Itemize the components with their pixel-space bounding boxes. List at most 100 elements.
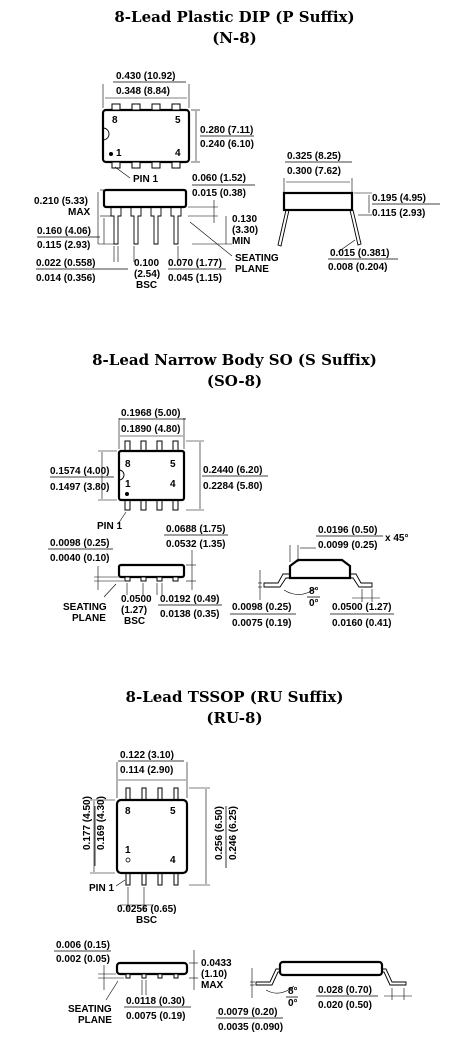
tssop-angle-max: 8° [288,986,298,997]
tssop-top-body [115,798,189,875]
so-leadw-min: 0.0138 (0.35) [160,609,220,620]
so-pin8: 8 [125,459,131,470]
tssop-pin5: 5 [170,806,176,817]
tssop-span-min: 0.246 (6.25) [228,806,239,860]
so-leadw-max: 0.0192 (0.49) [160,594,220,605]
so-side-leads [124,576,179,582]
tssop-pitch-b: BSC [136,915,157,926]
tssop-h-a: 0.0433 [201,958,232,969]
so-side-body [117,563,186,579]
tssop-end-lead-left [255,968,280,986]
so-notch [118,469,125,481]
so-span-max: 0.2440 (6.20) [203,465,263,476]
dip-lead-min: 0.115 (2.93) [37,240,90,251]
so-foot-min: 0.0160 (0.41) [332,618,392,629]
tssop-w-label: 0.177 (4.50) [82,796,93,850]
tssop-end-body [278,960,384,977]
so-pitch-a: 0.0500 [121,594,152,605]
dip-pin1: 1 [116,148,122,159]
dip-leadt-max: 0.015 (0.381) [330,248,390,259]
so-chamfer-max: 0.0196 (0.50) [318,525,378,536]
so-w-min: 0.1497 (3.80) [50,482,110,493]
tssop-len-max: 0.122 (3.10) [120,750,174,761]
so-angle-min: 0° [309,598,319,609]
tssop-end-lead-right [382,968,407,986]
dip-top-body [101,108,191,164]
so-len-min: 0.1890 (4.80) [121,424,181,435]
tssop-leadt-max: 0.0079 (0.20) [218,1007,278,1018]
so-span-min: 0.2284 (5.80) [203,481,263,492]
dip-lead-max: 0.160 (4.06) [37,226,91,237]
dip-drawing: 8 5 1 4 PIN 1 0.430 (10.92) 0.348 (8.84)… [34,71,440,291]
dip-standoff-min: 0.015 (0.38) [192,188,246,199]
tssop-w-min: 0.169 (4.30) [96,796,107,850]
so-h-max: 0.0688 (1.75) [166,524,226,535]
dip-len-min: 0.348 (8.84) [116,86,170,97]
dip-seat-a: 0.130 [232,214,257,225]
dip-standoff-max: 0.060 (1.52) [192,173,246,184]
dip-hmax-b: MAX [68,207,91,218]
tssop-side-body [115,961,189,976]
dip-leadt-min: 0.008 (0.204) [328,262,388,273]
tssop-span-max: 0.256 (6.50) [214,806,225,860]
dip-seat-c: MIN [232,236,250,247]
so-chamfer-angle: x 45° [385,533,408,544]
tssop-leadt-min: 0.0035 (0.090) [218,1022,283,1033]
so-end-lead-right [350,573,373,588]
tssop-standoff-min: 0.002 (0.05) [56,954,110,965]
dip-rowsp-max: 0.325 (8.25) [287,151,341,162]
dip-subtitle: (N-8) [212,29,257,47]
tssop-pin4: 4 [170,855,176,866]
so-title: 8-Lead Narrow Body SO (S Suffix) [92,351,377,369]
dip-len-max: 0.430 (10.92) [116,71,176,82]
dip-seat-b: (3.30) [232,225,258,236]
dip-shoulder-max: 0.070 (1.77) [168,258,222,269]
tssop-title: 8-Lead TSSOP (RU Suffix) [125,688,344,706]
dip-end-lead-right [349,209,362,246]
dip-top-pins [111,103,181,169]
so-end-body [288,558,352,580]
dip-pitch-b: (2.54) [134,269,160,280]
dip-side-body [102,188,188,209]
dip-seating-b: PLANE [235,264,269,275]
tssop-pin1-label: PIN 1 [89,883,114,894]
tssop-drawing: 8 5 1 4 PIN 1 0.122 (3.10) 0.114 (2.90) … [54,750,412,1033]
tssop-seating-b: PLANE [78,1015,112,1026]
dip-notch [102,127,110,141]
so-seating-a: SEATING [63,602,107,613]
dip-pitch-a: 0.100 [134,258,159,269]
so-pin4: 4 [170,479,176,490]
so-seating-b: PLANE [72,613,106,624]
dip-hmax-a: 0.210 (5.33) [34,196,88,207]
so-standoff-min: 0.0040 (0.10) [50,553,110,564]
so-foot-max: 0.0500 (1.27) [332,602,392,613]
so-pitch-c: BSC [124,616,145,627]
tssop-h-b: (1.10) [201,969,227,980]
tssop-leadw-min: 0.0075 (0.19) [126,1011,186,1022]
tssop-angle-min: 0° [288,998,298,1009]
dip-leadw-max: 0.022 (0.558) [36,258,96,269]
tssop-standoff-max: 0.006 (0.15) [56,940,110,951]
so-len-max: 0.1968 (5.00) [121,408,181,419]
dip-endh-max: 0.195 (4.95) [372,193,426,204]
dip-w-min: 0.240 (6.10) [200,139,254,150]
dip-pin1-dot [109,152,113,156]
tssop-h-c: MAX [201,980,224,991]
dip-endh-min: 0.115 (2.93) [372,208,425,219]
dip-rowsp-min: 0.300 (7.62) [287,166,341,177]
so-drawing: 8 5 1 4 PIN 1 0.1968 (5.00) 0.1890 (4.80… [48,408,408,629]
dip-title: 8-Lead Plastic DIP (P Suffix) [114,8,355,26]
dip-pin1-label: PIN 1 [133,174,158,185]
so-pitch-b: (1.27) [121,605,147,616]
dip-pin8: 8 [112,115,118,126]
dip-shoulder-min: 0.045 (1.15) [168,273,222,284]
dip-pin4: 4 [175,148,181,159]
tssop-foot-max: 0.028 (0.70) [318,985,372,996]
tssop-seating-a: SEATING [68,1004,112,1015]
tssop-pin8: 8 [125,806,131,817]
tssop-pin1: 1 [125,845,131,856]
so-end-lead-left [263,573,290,588]
tssop-leadw-max: 0.0118 (0.30) [126,996,185,1007]
so-chamfer-min: 0.0099 (0.25) [318,540,378,551]
so-leadt-max: 0.0098 (0.25) [232,602,292,613]
